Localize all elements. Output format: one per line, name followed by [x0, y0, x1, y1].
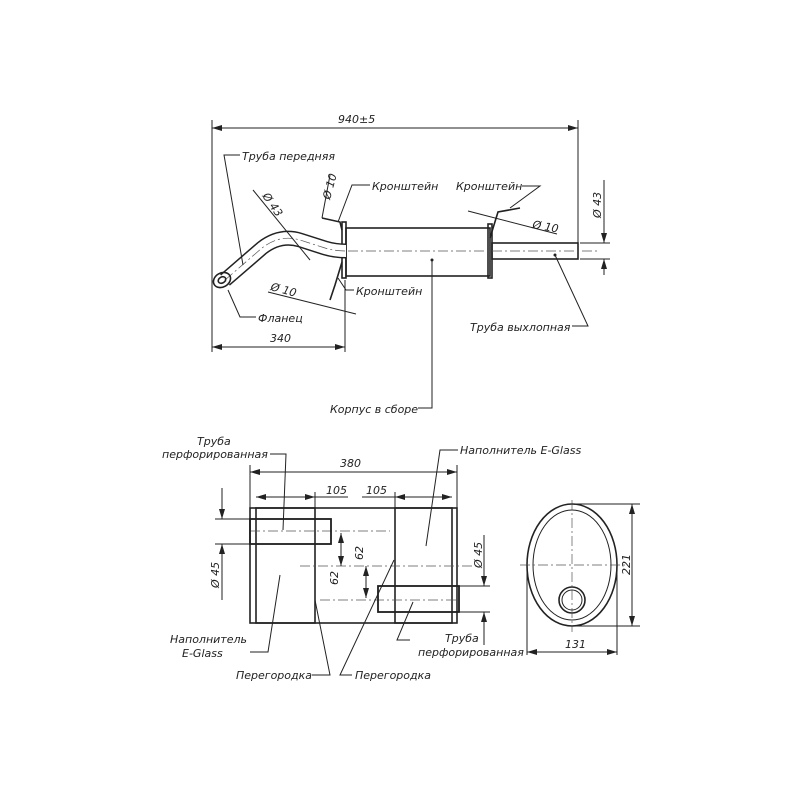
offset-2-label: 62: [353, 546, 366, 560]
end-width-label: 131: [565, 638, 586, 651]
offset-1-label: 62: [328, 571, 341, 585]
label-bracket-top-right: Кронштейн: [456, 180, 522, 193]
label-bracket-bottom: Кронштейн: [356, 285, 422, 298]
top-view: 940±5 340 Ø 43 Ø 43 Ø 10 Ø 10 Ø 10 Труба…: [211, 113, 610, 416]
end-height-label: 221: [620, 554, 633, 575]
label-perf-pipe-bottom-2: перфорированная: [418, 646, 524, 659]
section-body: [249, 507, 458, 624]
bracket-diameter-2: Ø 10: [268, 280, 298, 300]
label-perf-pipe-top-1: Труба: [197, 435, 231, 448]
flange: [212, 271, 232, 289]
section-view: 380 105 105 Ø 45 Ø 45 62 62 Труба перфор…: [162, 435, 581, 682]
label-filler-left-2: E-Glass: [182, 647, 223, 660]
top-perforated-pipe: [249, 518, 332, 545]
right-pipe-diameter: Ø 43: [591, 192, 604, 219]
label-body: Корпус в сборе: [330, 403, 418, 416]
label-baffle-2: Перегородка: [355, 669, 431, 682]
end-view: 221 131: [520, 500, 640, 655]
bottom-perforated-pipe: [377, 585, 460, 613]
front-pipe-diameter: Ø 43: [259, 189, 285, 219]
inlet-diameter: Ø 45: [209, 562, 222, 589]
left-filler: [255, 507, 316, 624]
label-baffle-1: Перегородка: [236, 669, 312, 682]
bracket-diameter-1: Ø 10: [320, 172, 340, 202]
label-flange: Фланец: [258, 312, 303, 325]
chamber-right-label: 105: [366, 484, 387, 497]
overall-length-label: 940±5: [338, 113, 375, 126]
bracket-diameter-3: Ø 10: [530, 218, 559, 236]
label-perf-pipe-top-2: перфорированная: [162, 448, 268, 461]
section-length-label: 380: [340, 457, 361, 470]
outlet-diameter: Ø 45: [472, 542, 485, 569]
label-front-pipe: Труба передняя: [242, 150, 335, 163]
muffler-body: [345, 227, 491, 277]
label-exhaust-pipe: Труба выхлопная: [470, 321, 571, 334]
label-filler-left-1: Наполнитель: [170, 633, 247, 646]
label-perf-pipe-bottom-1: Труба: [445, 632, 479, 645]
right-filler: [394, 507, 453, 624]
front-length-label: 340: [270, 332, 291, 345]
chamber-left-label: 105: [326, 484, 347, 497]
label-bracket-top-left: Кронштейн: [372, 180, 438, 193]
label-filler-top: Наполнитель E-Glass: [460, 444, 581, 457]
